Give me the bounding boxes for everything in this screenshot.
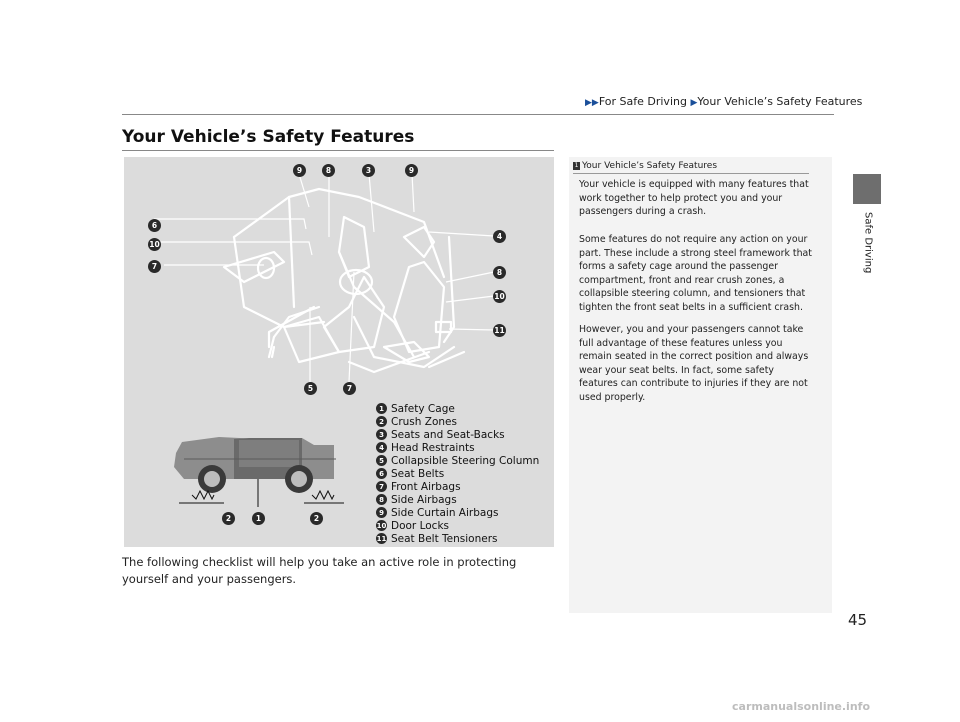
reference-number-icon: 1 <box>573 162 580 170</box>
breadcrumb-part-1[interactable]: For Safe Driving <box>598 95 687 108</box>
callout-badge: 10 <box>148 238 161 251</box>
page-number: 45 <box>848 611 868 629</box>
section-tab-label: Safe Driving <box>862 212 874 274</box>
section-tab[interactable] <box>853 174 881 204</box>
body-paragraph: The following checklist will help you ta… <box>122 555 517 586</box>
breadcrumb-arrow-icon: ▶▶ <box>585 98 599 108</box>
callout-badge: 1 <box>252 512 265 525</box>
callout-badge: 4 <box>493 230 506 243</box>
breadcrumb: ▶▶For Safe Driving ▶Your Vehicle’s Safet… <box>585 95 862 108</box>
callout-badge: 2 <box>310 512 323 525</box>
callout-badge: 9 <box>293 164 306 177</box>
breadcrumb-arrow-icon: ▶ <box>690 98 698 108</box>
breadcrumb-part-2[interactable]: Your Vehicle’s Safety Features <box>697 95 863 108</box>
interior-and-car-drawing <box>154 173 495 507</box>
title-divider <box>122 150 554 151</box>
watermark: carmanualsonline.info <box>732 700 870 713</box>
page-title: Your Vehicle’s Safety Features <box>122 127 415 147</box>
callout-badge: 3 <box>362 164 375 177</box>
sidebar-paragraph: However, you and your passengers cannot … <box>579 324 809 403</box>
header-divider <box>122 114 834 115</box>
callout-badge: 2 <box>222 512 235 525</box>
callout-badge: 7 <box>343 382 356 395</box>
callout-badge: 10 <box>493 290 506 303</box>
callout-badge: 7 <box>148 260 161 273</box>
sidebar-paragraph: Some features do not require any action … <box>579 234 812 313</box>
callout-badge: 8 <box>493 266 506 279</box>
callout-badge: 8 <box>322 164 335 177</box>
sidebar-paragraph: Your vehicle is equipped with many featu… <box>579 179 809 217</box>
callout-badge: 6 <box>148 219 161 232</box>
callout-badge: 11 <box>493 324 506 337</box>
callout-badge: 9 <box>405 164 418 177</box>
callout-badge: 5 <box>304 382 317 395</box>
sidebar-divider <box>573 173 809 174</box>
